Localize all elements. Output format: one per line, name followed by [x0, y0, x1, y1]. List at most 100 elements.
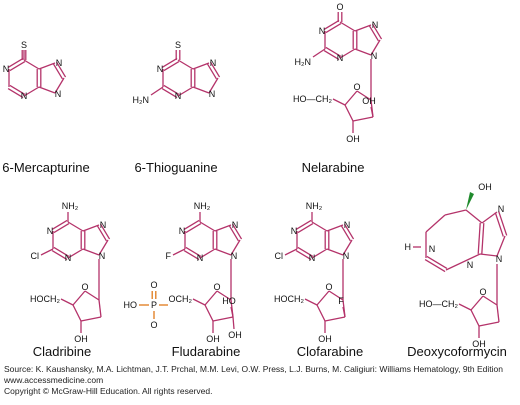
m7-atom-n9: N: [496, 254, 503, 264]
m3-sugar-bond: [344, 90, 358, 106]
m4-sugar-bond: [98, 299, 102, 318]
m2-bond: [192, 62, 210, 70]
m3-bond: [325, 46, 342, 58]
m3-sugar-bond: [352, 116, 374, 122]
m3-atom-n7: N: [372, 20, 379, 30]
m5-bond: [231, 223, 243, 240]
m4-bond: [53, 222, 70, 234]
m2-atom-n3: N: [175, 91, 182, 101]
m6-ch2-bond: [304, 298, 318, 306]
m5-oh-label: OH: [206, 334, 220, 344]
m3-ch2-bond: [332, 98, 346, 106]
m1-bond: [55, 61, 67, 78]
m2-atom-n1: N: [157, 64, 164, 74]
m7-ring-bond: [425, 214, 446, 233]
m6-bond: [311, 221, 328, 232]
m6-c2-up-bond: [342, 306, 346, 318]
molecule-name-clofarabine: Clofarabine: [297, 344, 364, 359]
m5-bond: [199, 248, 216, 259]
m5-atom-n7: N: [232, 220, 239, 230]
m6-oh-label: OH: [318, 334, 332, 344]
m5-phosphate-atom: P: [151, 300, 157, 310]
molecule-name-nelarabine: Nelarabine: [302, 160, 365, 175]
m3-bond: [354, 48, 372, 56]
source-citation: Source: K. Kaushansky, M.A. Lichtman, J.…: [4, 364, 503, 374]
m4-atom-n1: N: [47, 226, 54, 236]
m4-atom-n3: N: [65, 253, 72, 263]
m5-fluoro-bond: [172, 248, 186, 256]
m3-sugar-bond: [344, 104, 354, 122]
m5-c2-up-label: HO: [222, 296, 236, 306]
website-link[interactable]: www.accessmedicine.com: [4, 375, 104, 385]
m6-bond: [297, 246, 314, 258]
m7-imidazole-bond: [496, 235, 506, 257]
m4-sugar-oxygen: O: [81, 282, 88, 292]
m5-bond: [228, 225, 240, 242]
m7-sugar-bond: [496, 304, 500, 323]
m4-sugar-bond: [84, 290, 100, 301]
m3-oh-label: OH: [346, 134, 360, 144]
m6-atom-n1: N: [291, 226, 298, 236]
m5-bond: [230, 239, 241, 256]
m4-bond: [82, 224, 100, 232]
molecule-name-6-mercapturine: 6-Mercapturine: [2, 160, 89, 175]
m5-phosphate-ho-label: HO: [124, 300, 138, 310]
m5-sugar-bond: [204, 304, 214, 322]
m3-bond: [339, 21, 356, 32]
m1-bond: [54, 77, 65, 94]
m5-atom-n9: N: [231, 251, 238, 261]
m2-bond: [192, 86, 210, 94]
m5-fluoro-label: F: [166, 251, 172, 261]
m2-bond: [209, 61, 221, 78]
m1-bond: [38, 62, 56, 70]
m7-ch2-label: HO—CH₂: [419, 299, 458, 309]
m6-ch2-label: HOCH₂: [274, 294, 304, 304]
m7-atom-h: H: [405, 242, 412, 252]
m1-bond: [7, 57, 24, 69]
m6-chloro-label: Cl: [275, 251, 284, 261]
m7-ring-double-bond: [426, 255, 448, 270]
m3-bond: [323, 49, 340, 61]
m5-c2-up-bond: [230, 306, 234, 318]
m5-phosphate-oxygen-bottom: O: [150, 320, 157, 330]
m7-imidazole-double-bond: [498, 211, 508, 236]
m5-bond: [214, 248, 232, 256]
m4-chloro-label: Cl: [31, 251, 40, 261]
m7-imidazole-double-bond: [494, 212, 504, 237]
m2-atom-n7: N: [210, 58, 217, 68]
bond-lines: [7, 12, 508, 338]
m1-atom-n9: N: [55, 89, 62, 99]
m2-bond: [161, 57, 178, 69]
m3-atom-n3: N: [337, 53, 344, 63]
m5-atom-n1: N: [179, 226, 186, 236]
m2-amine-bond: [150, 86, 164, 96]
m5-bond: [185, 246, 202, 258]
m6-bond: [295, 219, 312, 231]
m6-bond: [326, 224, 344, 232]
m6-sugar-bond: [316, 304, 326, 322]
m7-oh-label: OH: [478, 182, 492, 192]
m1-atom-s: S: [21, 40, 27, 50]
molecule-name-fludarabine: Fludarabine: [172, 344, 241, 359]
m2-amine-label: H₂N: [133, 95, 150, 105]
m5-bond: [199, 221, 216, 232]
m6-bond: [342, 239, 353, 256]
m6-chloro-bond: [284, 248, 298, 256]
m6-atom-n9: N: [343, 251, 350, 261]
m3-c2-up-label: OH: [362, 96, 376, 106]
m2-bond: [163, 84, 180, 96]
m6-bond: [326, 248, 344, 256]
m3-bond: [371, 23, 383, 40]
m6-sugar-oxygen: O: [325, 282, 332, 292]
m7-sugar-bond: [470, 295, 484, 311]
m7-ch2-bond: [458, 303, 472, 311]
m3-bond: [354, 24, 372, 32]
m4-chloro-bond: [40, 248, 54, 256]
m6-sugar-bond: [316, 290, 330, 306]
m5-sugar-bond: [212, 316, 234, 322]
m5-bond: [214, 224, 232, 232]
m5-c2-bond: [232, 316, 235, 330]
m5-ch2-bond: [192, 298, 206, 306]
m5-bond: [183, 249, 200, 261]
